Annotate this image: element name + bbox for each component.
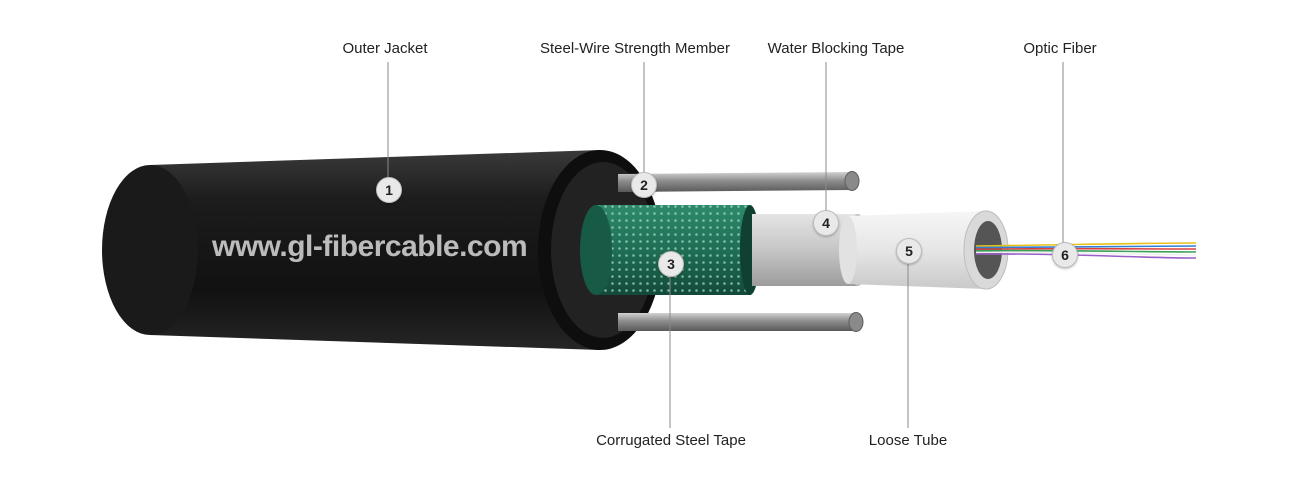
badge-steel-wire-strength-member: 2: [631, 172, 657, 198]
label-optic-fiber: Optic Fiber: [1023, 40, 1097, 57]
label-loose-tube: Loose Tube: [868, 432, 948, 449]
optic-fiber-strand: [975, 245, 1197, 249]
label-water-blocking-tape: Water Blocking Tape: [767, 40, 905, 57]
watermark-text: www.gl-fibercable.com: [212, 230, 528, 263]
badge-water-blocking-tape: 4: [813, 210, 839, 236]
optic-fiber-strand: [975, 249, 1197, 253]
badge-corrugated-steel-tape: 3: [658, 251, 684, 277]
leader-lines: [387, 62, 1064, 428]
badge-loose-tube: 5: [896, 238, 922, 264]
optic-fibers: [975, 242, 1197, 259]
optic-fiber-strand: [975, 242, 1197, 247]
badge-optic-fiber: 6: [1052, 242, 1078, 268]
label-corrugated-steel-tape: Corrugated Steel Tape: [596, 432, 746, 449]
steel-wire-strength-member: [618, 171, 864, 332]
optic-fiber-strand: [975, 253, 1197, 259]
badge-outer-jacket: 1: [376, 177, 402, 203]
label-steel-wire-strength-member: Steel-Wire Strength Member: [539, 40, 731, 57]
label-outer-jacket: Outer Jacket: [342, 40, 428, 57]
optic-fiber-strand: [975, 251, 1197, 256]
optic-fiber-strand: [975, 247, 1197, 250]
